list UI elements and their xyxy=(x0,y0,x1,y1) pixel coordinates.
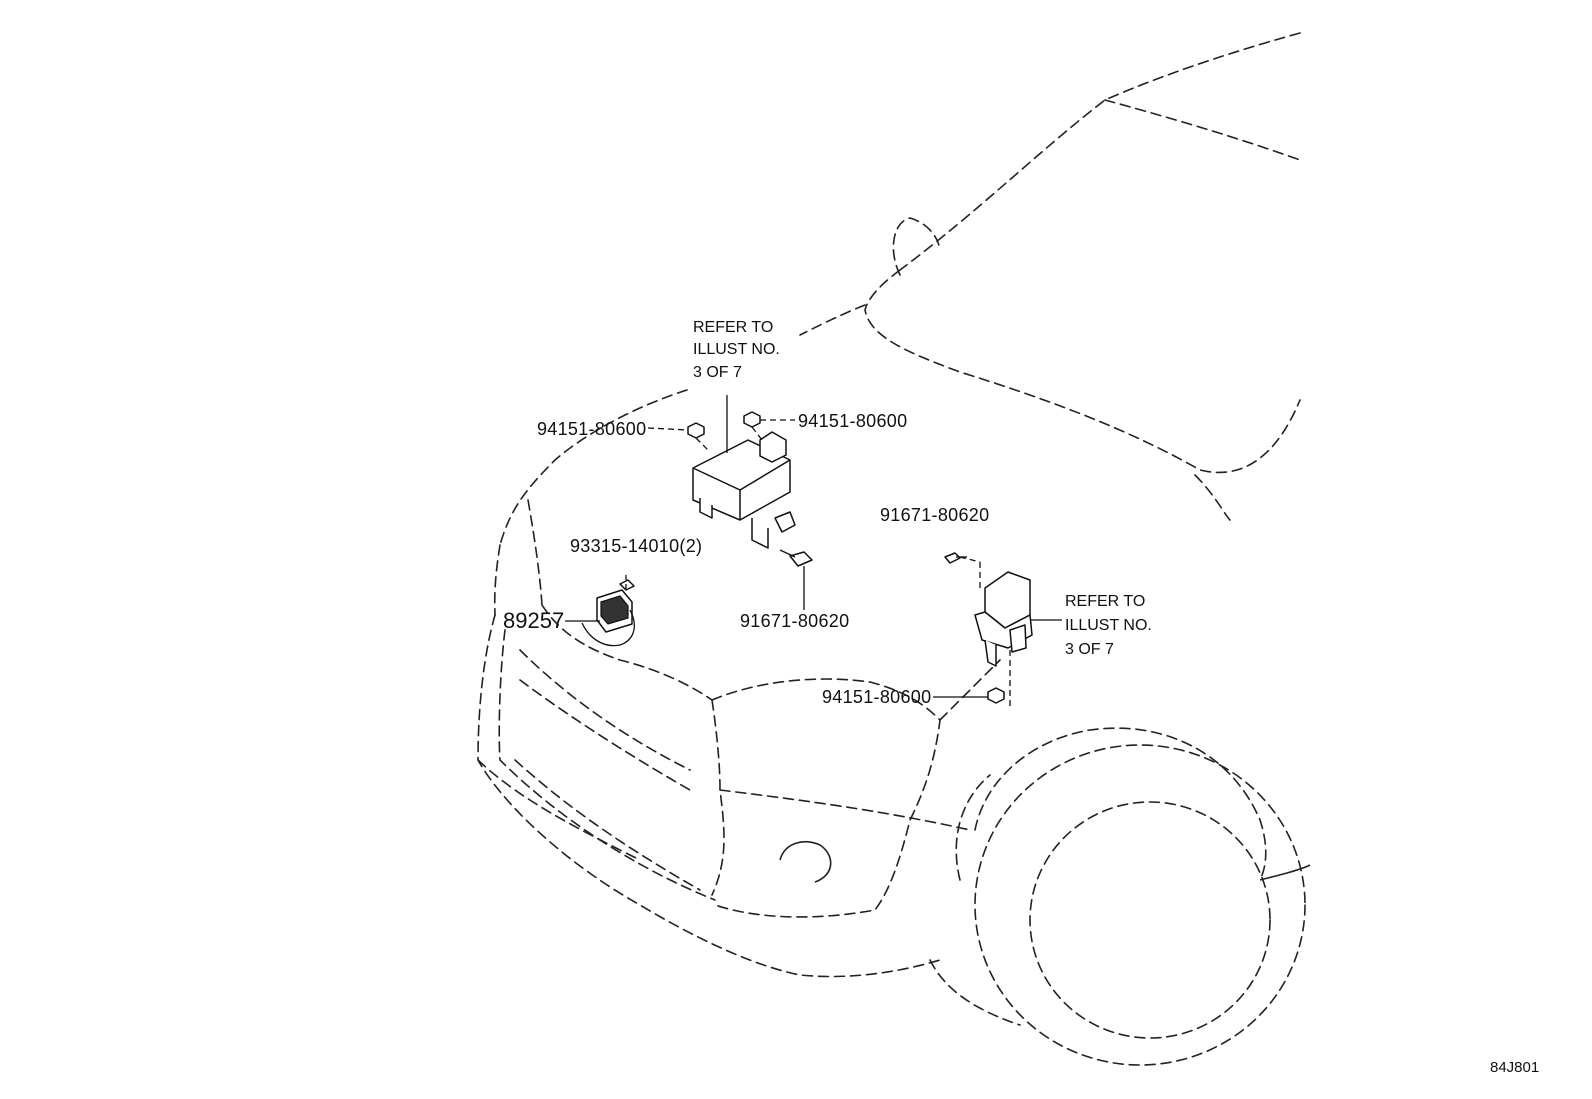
ref-note-top: REFER TO ILLUST NO. 3 OF 7 xyxy=(693,319,780,381)
ref-note-top-line1: REFER TO xyxy=(693,319,773,336)
ref-note-right-line1: REFER TO xyxy=(1065,593,1145,610)
callout-sensor-89257[interactable]: 89257 xyxy=(503,608,564,633)
diagram-code: 84J801 xyxy=(1490,1059,1539,1076)
vehicle-outline xyxy=(477,32,1311,1066)
screw-sensor-icon[interactable] xyxy=(619,579,635,591)
nut-right-lower-icon[interactable] xyxy=(987,687,1005,704)
right-module-assembly[interactable] xyxy=(974,571,1033,667)
nut-upper-right-icon[interactable] xyxy=(743,411,761,428)
ref-note-right-line3: 3 OF 7 xyxy=(1065,641,1114,658)
ref-note-right-line2: ILLUST NO. xyxy=(1065,617,1152,634)
ref-note-right: REFER TO ILLUST NO. 3 OF 7 xyxy=(1065,593,1152,658)
callout-nut-upper-right[interactable]: 94151-80600 xyxy=(798,411,907,431)
ref-note-top-line3: 3 OF 7 xyxy=(693,364,742,381)
leader-lines xyxy=(565,395,1062,710)
callout-screw-sensor[interactable]: 93315-14010(2) xyxy=(570,536,702,556)
control-module-assembly[interactable] xyxy=(692,431,796,549)
callout-bolt-right-upper[interactable]: 91671-80620 xyxy=(880,505,989,525)
sensor-89257[interactable] xyxy=(581,589,635,647)
callout-bolt-box-lower[interactable]: 91671-80620 xyxy=(740,611,849,631)
ref-note-top-line2: ILLUST NO. xyxy=(693,341,780,358)
bolt-box-lower-icon[interactable] xyxy=(779,549,813,567)
callout-nut-right-lower[interactable]: 94151-80600 xyxy=(822,687,931,707)
nut-upper-left-icon[interactable] xyxy=(687,422,705,439)
callout-nut-upper-left[interactable]: 94151-80600 xyxy=(537,419,646,439)
